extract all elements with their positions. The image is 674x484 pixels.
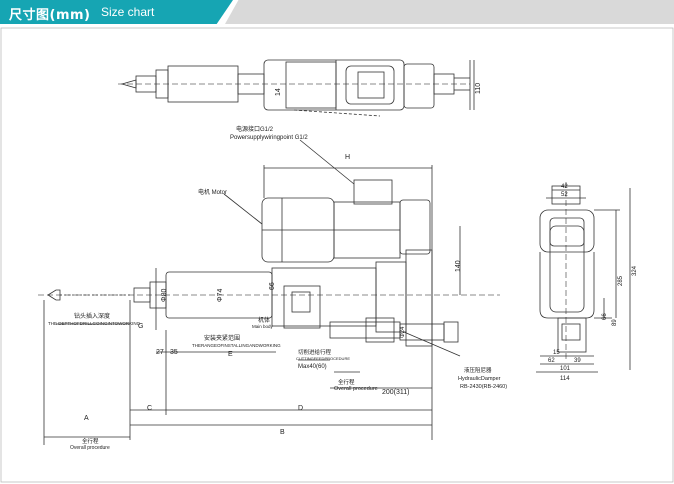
side-dim-B: B xyxy=(280,429,285,436)
side-dim-27: 27 xyxy=(156,349,164,356)
top-dim-110: 110 xyxy=(475,83,482,94)
end-dim-285: 285 xyxy=(618,275,624,286)
header-title-cn: 尺寸图(mm) xyxy=(9,8,91,23)
drill-depth-label-cn: 钻头插入深度 xyxy=(74,312,110,320)
side-dim-140: 140 xyxy=(455,260,462,272)
header-divider-bar xyxy=(225,0,674,24)
side-dim-G: G xyxy=(138,323,143,330)
end-dim-324: 324 xyxy=(632,265,638,276)
drill-depth-label-en: THE DEPTHOFDRILLGOINGINTOWORKING xyxy=(48,321,141,326)
end-dim-52: 52 xyxy=(561,192,568,198)
end-dim-62: 62 xyxy=(548,358,555,364)
overall-procedure-label-en: Overall procedure xyxy=(334,386,378,392)
overall-label-en: Overall procedure xyxy=(70,445,110,451)
motor-label: 电机 Motor xyxy=(198,188,227,196)
end-dim-66: 66 xyxy=(602,313,608,320)
body-label-en: Main body xyxy=(252,324,274,329)
end-dim-42: 42 xyxy=(561,184,568,190)
side-dim-A: A xyxy=(84,415,89,422)
body-label-cn: 机体 xyxy=(258,316,270,324)
power-supply-label-cn: 电源接口G1/2 xyxy=(236,125,274,133)
power-supply-label-en: Powersupplywiringpoint G1/2 xyxy=(230,135,308,141)
drawing-frame xyxy=(0,27,674,483)
side-dim-H: H xyxy=(345,154,350,161)
side-dim-200: 200(311) xyxy=(382,389,410,396)
damper-label-cn: 液压阻尼器 xyxy=(464,366,492,374)
damper-value: RB-2430(RB-2460) xyxy=(460,384,507,390)
end-dim-114: 114 xyxy=(560,376,570,382)
cut-stroke-value: Max40(60) xyxy=(298,364,327,370)
side-dim-D: D xyxy=(298,405,303,412)
install-range-label-cn: 安装夹紧范围 xyxy=(204,334,240,342)
header-title-bar xyxy=(0,0,233,24)
end-dim-101: 101 xyxy=(560,366,571,372)
side-view: H 电源接口G1/2 Powersupplywiringpoint G1/2 电… xyxy=(38,125,507,451)
damper-label-en: HydraulicDamper xyxy=(458,376,501,382)
header-title-en: Size chart xyxy=(101,5,155,19)
overall-procedure-label-cn: 全行程 xyxy=(338,378,355,386)
cut-stroke-label-en: CUTTINGFEEDPROCEDURE xyxy=(296,356,350,361)
top-dim-14: 14 xyxy=(275,88,282,96)
section-header: 尺寸图(mm) Size chart xyxy=(0,0,674,24)
side-dim-C: C xyxy=(147,405,152,412)
side-dim-phi80: Φ80 xyxy=(161,289,168,302)
side-dim-E: E xyxy=(228,351,233,358)
top-view: 14 110 xyxy=(118,59,482,117)
side-dim-phi74: Φ74 xyxy=(217,289,224,302)
install-range-label-en: THERANGEOFINSTALLINGANDWORKING xyxy=(192,343,281,348)
overall-label-cn: 全行程 xyxy=(82,437,99,445)
side-dim-35: 35 xyxy=(170,349,178,356)
end-dim-15: 15 xyxy=(553,350,560,356)
side-dim-phi24: Φ24 xyxy=(400,326,406,338)
cut-stroke-label-cn: 切削进给行程 xyxy=(298,348,332,356)
end-dim-39: 39 xyxy=(574,358,581,364)
end-dim-89: 89 xyxy=(612,319,618,326)
end-view: 42 52 285 324 66 89 15 62 39 101 114 xyxy=(536,182,638,382)
side-dim-66: 66 xyxy=(269,282,276,290)
